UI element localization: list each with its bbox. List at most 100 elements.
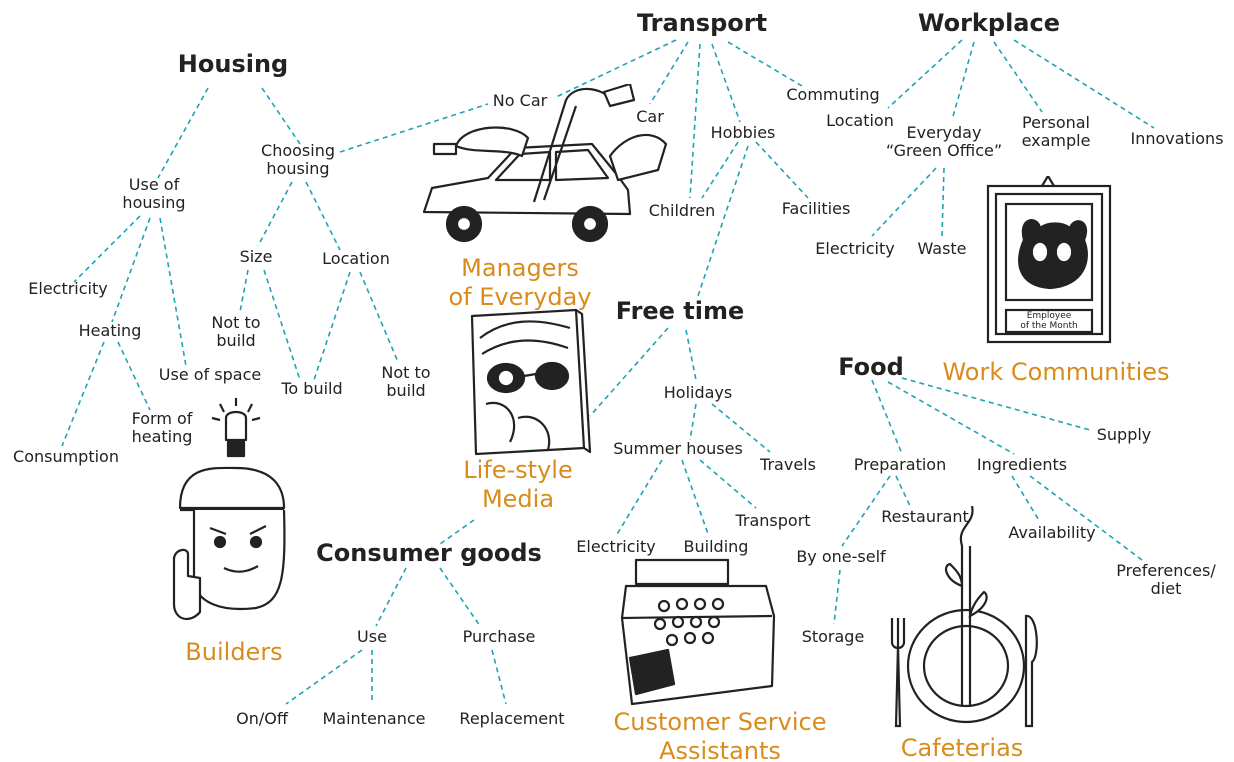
link-heating-form <box>117 341 151 411</box>
node-commuting: Commuting <box>786 85 880 104</box>
link-food-ingredients <box>887 381 1015 455</box>
link-choosing-nocar <box>339 103 489 153</box>
group-work-communities: Work Communities <box>942 358 1170 386</box>
node-waste: Waste <box>917 239 967 258</box>
link-housing-useofhousing <box>157 87 209 179</box>
category-consumer-goods: Consumer goods <box>316 539 542 567</box>
link-holidays-travels <box>711 403 771 453</box>
node-choosing-housing-line-2: housing <box>266 159 330 179</box>
link-holidays-summerhouses <box>689 403 697 441</box>
link-choosing-location <box>305 181 341 251</box>
node-personal-example-line-1: Personal <box>1021 113 1090 132</box>
link-transport-nocar <box>553 39 677 99</box>
link-size-nottobuild <box>239 269 249 313</box>
link-workplace-personal <box>993 41 1043 113</box>
node-facilities: Facilities <box>781 199 851 218</box>
link-size-tobuild <box>263 269 301 381</box>
link-summer-transport <box>699 459 757 509</box>
link-hobbies-children <box>701 141 739 199</box>
node-car: Car <box>636 107 664 126</box>
node-electricity-housing: Electricity <box>28 279 108 298</box>
node-purchase: Purchase <box>462 627 536 646</box>
link-food-supply <box>901 377 1091 431</box>
frame-caption-line-1: Employee <box>1026 311 1072 321</box>
node-electricity-workplace: Electricity <box>815 239 895 258</box>
link-useofhousing-electricity <box>73 215 141 283</box>
link-choosing-size <box>257 181 293 247</box>
node-holidays: Holidays <box>663 383 733 402</box>
node-maintenance: Maintenance <box>322 709 426 728</box>
link-workplace-innovations <box>1013 39 1155 129</box>
node-not-to-build-2: Not to build <box>381 363 431 401</box>
group-customer-service-line-2: Assistants <box>659 736 781 762</box>
group-lifestyle-media-line-2: Media <box>481 484 555 513</box>
link-purchase-replacement <box>491 649 507 705</box>
node-hobbies: Hobbies <box>710 123 776 142</box>
node-use-of-space: Use of space <box>158 365 262 384</box>
node-innovations: Innovations <box>1130 129 1224 148</box>
link-transport-commuting <box>727 41 803 87</box>
link-lifestyle-consumergoods <box>439 519 475 545</box>
node-summer-houses: Summer houses <box>613 439 743 458</box>
link-cg-use <box>375 567 407 627</box>
frame-caption: Employee of the Month <box>1020 311 1078 332</box>
node-consumption: Consumption <box>13 447 119 466</box>
node-availability: Availability <box>1008 523 1096 542</box>
node-personal-example-line-2: example <box>1021 131 1091 151</box>
link-heating-consumption <box>61 341 105 447</box>
link-greenoffice-waste <box>941 167 945 237</box>
node-form-of-heating-line-2: heating <box>131 427 193 447</box>
node-choosing-housing: Choosing housing <box>261 141 335 179</box>
node-form-of-heating: Form of heating <box>131 409 193 447</box>
node-replacement: Replacement <box>459 709 565 728</box>
link-hobbies-freetime <box>697 145 749 297</box>
link-transport-car <box>649 41 689 105</box>
node-everyday-green-office: Everyday “Green Office” <box>885 123 1003 161</box>
link-location-nottobuild <box>359 271 399 363</box>
category-free-time: Free time <box>615 297 745 325</box>
link-freetime-lifestyle <box>589 327 669 417</box>
group-lifestyle-media: Life-style Media <box>463 456 572 514</box>
category-housing: Housing <box>177 50 289 78</box>
link-food-preparation <box>871 379 903 455</box>
node-storage: Storage <box>801 627 865 646</box>
node-not-to-build-2-line-2: build <box>386 381 426 401</box>
link-transport-hobbies <box>711 43 741 123</box>
node-preferences-diet-line-2: diet <box>1150 579 1182 599</box>
link-greenoffice-electricity <box>871 167 937 237</box>
link-useofhousing-heating <box>111 217 151 323</box>
node-electricity-freetime: Electricity <box>576 537 656 556</box>
link-transport-children <box>689 43 701 199</box>
link-housing-choosing <box>261 87 301 145</box>
node-not-to-build-1-line-2: build <box>216 331 256 351</box>
node-travels: Travels <box>760 455 816 474</box>
node-not-to-build-1: Not to build <box>211 313 261 351</box>
group-customer-service-line-1: Customer Service <box>613 708 827 736</box>
group-cafeterias: Cafeterias <box>900 734 1024 762</box>
node-restaurant: Restaurant <box>881 507 969 526</box>
node-use-of-housing: Use of housing <box>122 175 185 213</box>
category-workplace: Workplace <box>917 9 1061 37</box>
plate-icon <box>890 506 1038 728</box>
node-use-of-housing-line-1: Use of <box>128 175 180 194</box>
node-on-off: On/Off <box>236 709 288 728</box>
node-personal-example: Personal example <box>1021 113 1091 151</box>
node-not-to-build-1-line-1: Not to <box>211 313 261 332</box>
node-use: Use <box>357 627 387 646</box>
register-icon <box>620 558 776 706</box>
node-building: Building <box>683 537 749 556</box>
node-supply: Supply <box>1096 425 1152 444</box>
link-location-tobuild <box>313 271 351 381</box>
link-workplace-location <box>887 39 963 109</box>
node-no-car: No Car <box>492 91 548 110</box>
node-everyday-green-office-line-2: “Green Office” <box>885 141 1003 161</box>
category-transport: Transport <box>636 9 768 37</box>
builder-icon <box>172 398 286 621</box>
link-summer-building <box>681 459 709 535</box>
frame-caption-line-2: of the Month <box>1020 320 1078 331</box>
node-ingredients: Ingredients <box>976 455 1068 474</box>
node-not-to-build-2-line-1: Not to <box>381 363 431 382</box>
node-transport-freetime: Transport <box>735 511 811 530</box>
link-freetime-holidays <box>685 329 697 381</box>
